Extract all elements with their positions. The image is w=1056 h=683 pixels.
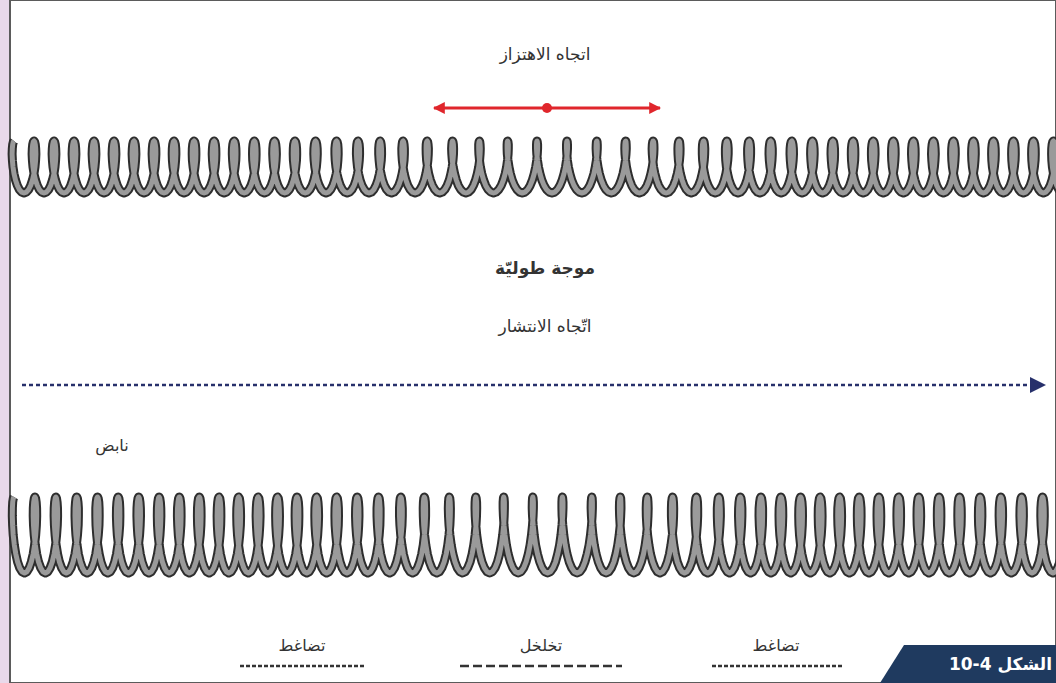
- rarefaction-mark: [460, 665, 622, 668]
- propagation-line: [22, 384, 1032, 387]
- rarefaction-label: تخلخل: [520, 636, 563, 655]
- label-holder: اتّجاه الانتشار: [499, 316, 592, 336]
- label-holder: تضاغط: [753, 636, 800, 655]
- propagation-head: [1030, 377, 1046, 393]
- figure-tab: الشكل 4-10: [880, 645, 1056, 683]
- spring-top: [12, 141, 1056, 193]
- label-holder: تضاغط: [279, 636, 326, 655]
- spring-bottom: [12, 497, 1056, 573]
- compression-label: تضاغط: [753, 636, 800, 655]
- panel: [10, 0, 1056, 683]
- coil: [12, 497, 1056, 573]
- vibration-label: اتجاه الاهتزاز: [500, 44, 591, 64]
- label-holder: اتجاه الاهتزاز: [500, 44, 591, 64]
- vibration-dot: [542, 103, 552, 113]
- label-holder: موجة طوليّة: [495, 258, 595, 278]
- coil-outline: [12, 497, 1056, 573]
- compression-mark: [240, 665, 366, 668]
- label-holder: نابض: [95, 436, 128, 455]
- label-holder: تخلخل: [520, 636, 563, 655]
- spring-label: نابض: [95, 436, 128, 455]
- compression-mark: [712, 665, 842, 668]
- compression-label: تضاغط: [279, 636, 326, 655]
- coil-outline: [12, 141, 1056, 193]
- tab-fill: [880, 645, 1056, 683]
- coil: [12, 141, 1056, 193]
- wave-type-label: موجة طوليّة: [495, 258, 595, 278]
- propagation-label: اتّجاه الانتشار: [499, 316, 592, 336]
- figure-number: الشكل 4-10: [949, 654, 1052, 674]
